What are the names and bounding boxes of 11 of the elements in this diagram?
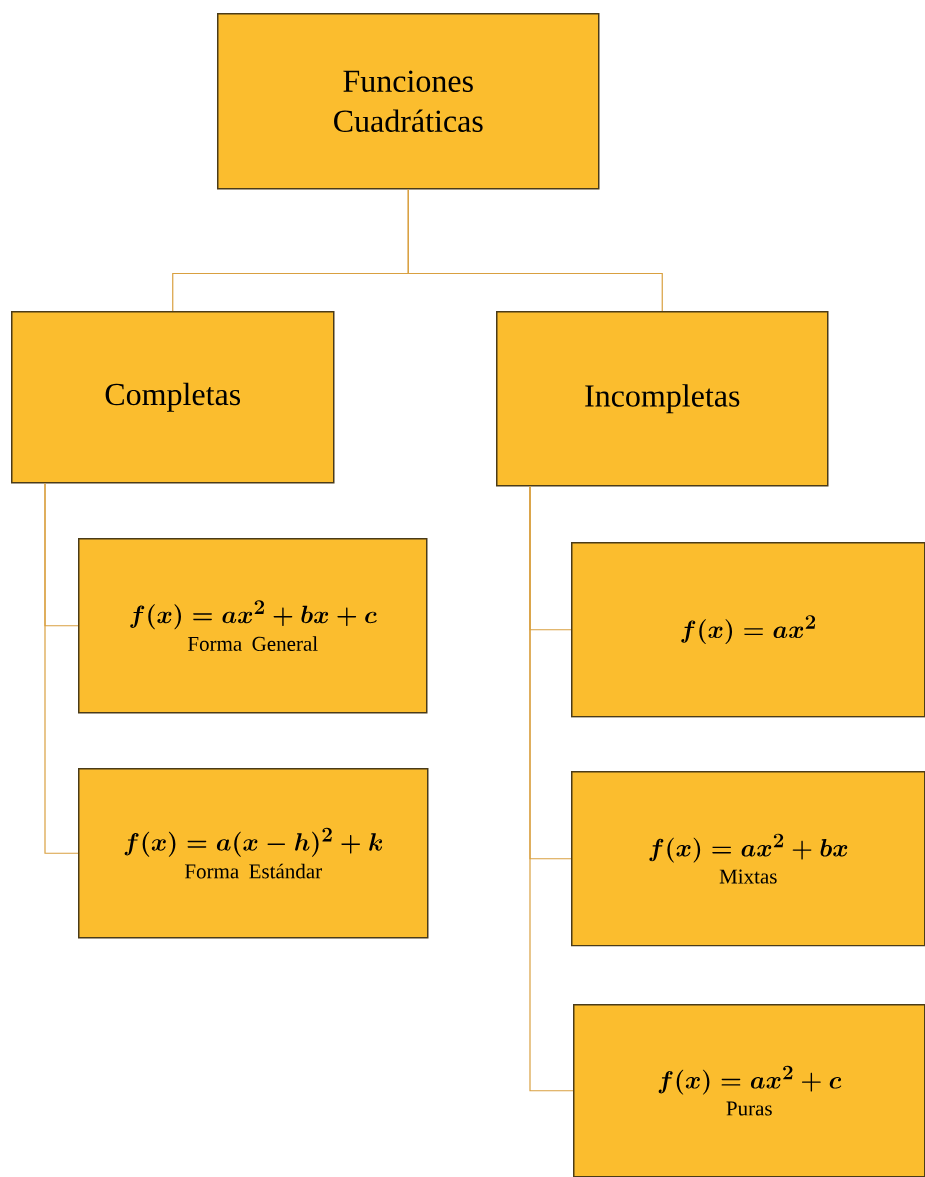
category-box: Incompletas xyxy=(496,311,829,487)
formula-box: $f(x) = a(x-h)^2 + k$ Forma Estándar xyxy=(78,768,429,939)
title-box: Funciones Cuadráticas xyxy=(217,13,600,190)
connector-line xyxy=(407,188,663,312)
formula-box: $f(x) = ax^2$ xyxy=(571,542,925,718)
formula-box: $f(x) = ax^2 + c$ Puras xyxy=(573,1004,925,1177)
formula-box: $f(x) = ax^2 + bx + c$ Forma General xyxy=(78,538,428,714)
category-box: Completas xyxy=(11,311,335,484)
formula-box: $f(x) = ax^2 + bx$ Mixtas xyxy=(571,771,925,947)
connector-line xyxy=(529,485,574,1092)
connector-line xyxy=(44,482,79,854)
